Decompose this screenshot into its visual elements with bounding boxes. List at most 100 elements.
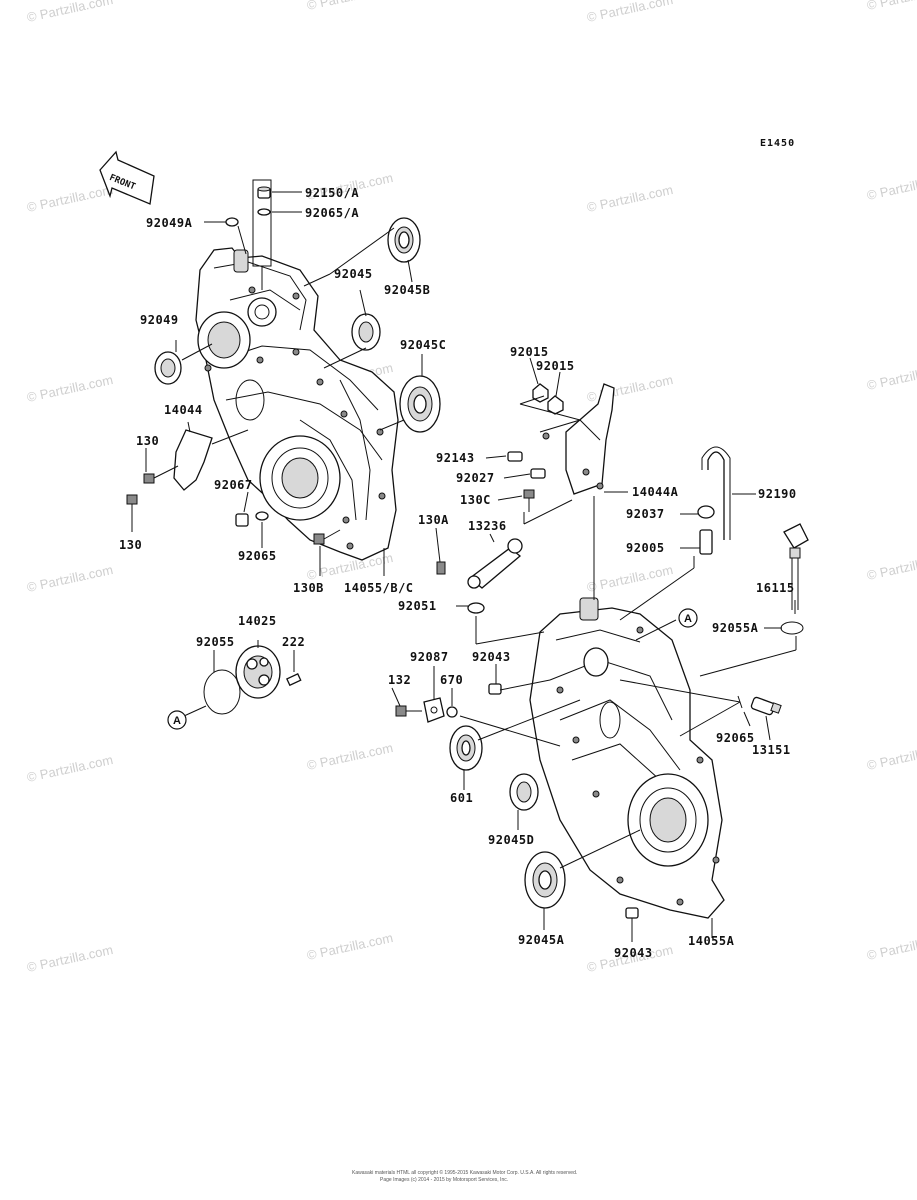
part-label[interactable]: 92043 [472, 650, 511, 664]
watermark-text: © Partzilla.com [586, 182, 675, 215]
watermark-text: © Partzilla.com [866, 930, 917, 963]
footer-copyright: Kawasaki materials HTML all copyright © … [352, 1169, 577, 1176]
part-label[interactable]: 601 [450, 791, 473, 805]
bolt-130-upper [143, 465, 179, 484]
o-ring-92055a [780, 621, 804, 635]
part-label[interactable]: 14025 [238, 614, 277, 628]
watermark-text: © Partzilla.com [26, 372, 115, 405]
o-ring-670 [446, 706, 458, 718]
watermark-text: © Partzilla.com [586, 562, 675, 595]
watermark-text: © Partzilla.com [306, 930, 395, 963]
seal-92049 [154, 351, 182, 385]
part-label[interactable]: 92037 [626, 507, 665, 521]
part-label[interactable]: 130A [418, 513, 449, 527]
callout-a-left-text: A [173, 715, 181, 727]
bearing-92045a [524, 851, 566, 909]
bolt-130-lower [126, 494, 138, 532]
dowel-92043-upper [488, 683, 502, 695]
bracket-14044a [539, 383, 615, 495]
gear-case-housing-left [195, 247, 399, 561]
callout-a-right-text: A [684, 613, 692, 625]
footer-credit: Page Images (c) 2014 - 2015 by Motorspor… [380, 1177, 508, 1183]
part-label[interactable]: 92150/A [305, 186, 359, 200]
part-label[interactable]: 92065 [716, 731, 755, 745]
part-label[interactable]: 670 [440, 673, 463, 687]
gear-case-housing-right [529, 597, 725, 919]
part-label[interactable]: 92015 [536, 359, 575, 373]
washer-92065-left [255, 511, 269, 521]
part-label[interactable]: 92045 [334, 267, 373, 281]
watermark-text: © Partzilla.com [866, 740, 917, 773]
part-label[interactable]: 16115 [756, 581, 795, 595]
part-label[interactable]: 14055A [688, 934, 735, 948]
leader-lines [145, 191, 797, 942]
part-label[interactable]: 92049 [140, 313, 179, 327]
collar-92143 [507, 451, 523, 462]
part-label[interactable]: 92055 [196, 635, 235, 649]
seal-92045 [351, 313, 381, 351]
part-label[interactable]: 92045D [488, 833, 534, 847]
part-label[interactable]: 92067 [214, 478, 253, 492]
watermark-text: © Partzilla.com [26, 942, 115, 975]
cover-14025 [235, 645, 281, 699]
part-label[interactable]: 13236 [468, 519, 507, 533]
switch-13151 [750, 696, 782, 716]
bolt-222 [286, 672, 302, 687]
bearing-601 [449, 725, 483, 771]
part-label[interactable]: 92015 [510, 345, 549, 359]
watermark-text: © Partzilla.com [306, 740, 395, 773]
watermark-text: © Partzilla.com [866, 360, 917, 393]
part-label[interactable]: 14055/B/C [344, 581, 414, 595]
part-label[interactable]: 13151 [752, 743, 791, 757]
part-label[interactable]: 130 [119, 538, 142, 552]
seal-92051 [467, 602, 485, 614]
part-label[interactable]: 92065 [238, 549, 277, 563]
part-label[interactable]: 92051 [398, 599, 437, 613]
part-label[interactable]: 92087 [410, 650, 449, 664]
part-label[interactable]: 92143 [436, 451, 475, 465]
bolt-130b [313, 529, 341, 545]
part-label[interactable]: 222 [282, 635, 305, 649]
washer-92049a-part [225, 217, 239, 227]
part-label[interactable]: 92190 [758, 487, 797, 501]
hose-92190 [707, 451, 725, 540]
part-label[interactable]: 92043 [614, 946, 653, 960]
part-label[interactable]: 14044 [164, 403, 203, 417]
watermark-text: © Partzilla.com [866, 170, 917, 203]
watermark-text: © Partzilla.com [26, 0, 115, 25]
watermark-text: © Partzilla.com [866, 550, 917, 583]
bearing-92045c [399, 375, 441, 433]
watermark-text: © Partzilla.com [586, 0, 675, 25]
part-label[interactable]: 130B [293, 581, 324, 595]
bearing-92045b [387, 217, 421, 263]
part-label[interactable]: 14044A [632, 485, 679, 499]
callout-a-right: A [678, 608, 698, 628]
part-label[interactable]: 130C [460, 493, 491, 507]
watermark-text: © Partzilla.com [26, 752, 115, 785]
part-label[interactable]: 92045A [518, 933, 565, 947]
part-label[interactable]: 92055A [712, 621, 759, 635]
washer-part [257, 208, 271, 216]
part-label[interactable]: 130 [136, 434, 159, 448]
part-labels: 92150/A 92065/A 92049A 92045 92045B 9204… [119, 186, 797, 960]
part-label[interactable]: 92065/A [305, 206, 359, 220]
callout-a-left: A [167, 710, 187, 730]
fitting-92005 [699, 529, 713, 555]
bolt-132 [395, 705, 422, 717]
part-label[interactable]: 92049A [146, 216, 193, 230]
part-label[interactable]: 132 [388, 673, 411, 687]
front-arrow-icon: FRONT [99, 150, 155, 205]
part-label[interactable]: 92027 [456, 471, 495, 485]
watermark-text: © Partzilla.com [26, 182, 115, 215]
bolt-130c [523, 489, 535, 512]
part-label[interactable]: 92045B [384, 283, 430, 297]
nut-92015-b [547, 395, 564, 415]
part-label[interactable]: 92045C [400, 338, 446, 352]
part-label[interactable]: 92005 [626, 541, 665, 555]
holder-92087 [423, 697, 445, 723]
nut-92015-a [532, 383, 549, 403]
watermark-text: © Partzilla.com [306, 0, 395, 13]
clamp-92037 [697, 505, 715, 519]
